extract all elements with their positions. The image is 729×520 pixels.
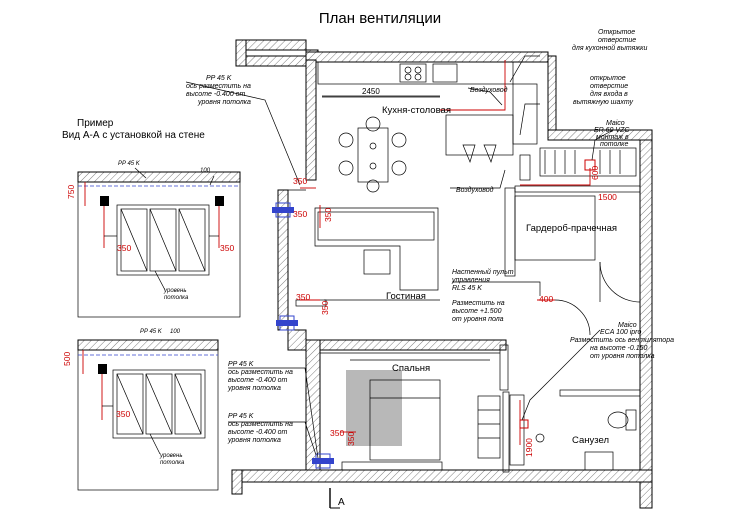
svg-text:Разместить ось вентилятора: Разместить ось вентилятора	[570, 337, 674, 344]
example-view-bottom	[77, 339, 219, 491]
svg-text:высоте -0.400 от: высоте -0.400 от	[228, 429, 288, 436]
bathroom-fixtures	[509, 299, 637, 471]
svg-text:PP 45 K: PP 45 K	[206, 75, 232, 82]
floor-plan-walls	[231, 39, 653, 509]
note-duct-wardrobe: Воздуховод	[456, 186, 494, 194]
example-ceiling-label-1a: уровень	[163, 288, 186, 294]
example-pp-label-2: PP 45 K	[140, 329, 163, 335]
svg-text:управления: управления	[451, 277, 490, 284]
page-title: План вентиляции	[319, 10, 441, 27]
example-dim-500: 500	[62, 352, 72, 366]
svg-text:высоте +1.500: высоте +1.500	[452, 308, 502, 315]
example-dim-350-b: 350	[220, 243, 234, 253]
living-room-furniture	[295, 207, 440, 307]
example-dim-750: 750	[66, 185, 76, 199]
vent-devices	[272, 202, 334, 469]
duct-lines	[300, 60, 596, 445]
note-shaft-inlet: открытое отверстие для входа в вытяжную …	[573, 75, 634, 106]
svg-text:отверстие: отверстие	[598, 37, 636, 44]
svg-text:от уровня потолка: от уровня потолка	[590, 353, 655, 360]
svg-text:от уровня пола: от уровня пола	[452, 316, 504, 323]
svg-text:А: А	[338, 497, 345, 508]
example-ceiling-label-2a: уровень	[159, 453, 182, 459]
svg-text:вытяжную шахту: вытяжную шахту	[573, 99, 634, 106]
example-ceiling-label-1b: потолка	[164, 295, 189, 301]
svg-text:отверстие: отверстие	[590, 83, 628, 90]
room-label-wardrobe: Гардероб-прачечная	[526, 223, 617, 234]
dim-1500: 1500	[598, 192, 617, 202]
svg-text:высоте -0.400 от: высоте -0.400 от	[228, 377, 288, 384]
room-label-living: Гостиная	[386, 291, 426, 302]
dim-350-c: 350	[293, 209, 307, 219]
example-dim-100-b: 100	[170, 329, 181, 335]
svg-text:уровня потолка: уровня потолка	[227, 385, 281, 392]
note-maico-eca: Maico ECA 100 ipro Разместить ось вентил…	[570, 322, 674, 360]
note-kitchen-hood: Открытое отверстие для кухонной вытяжки	[572, 29, 647, 52]
example-view-top	[77, 167, 241, 318]
svg-text:ось разместить на: ось разместить на	[186, 83, 251, 90]
dim-350-e: 350	[320, 301, 330, 315]
svg-text:Настенный пульт: Настенный пульт	[452, 268, 514, 276]
dim-2450: 2450	[362, 87, 380, 96]
note-pp-low: PP 45 K ось разместить на высоте -0.400 …	[227, 413, 293, 444]
note-pp-top: PP 45 K ось разместить на высоте -0.400 …	[186, 75, 251, 106]
svg-text:PP 45 K: PP 45 K	[228, 413, 254, 420]
svg-text:ось разместить на: ось разместить на	[228, 421, 293, 428]
room-label-kitchen: Кухня-столовая	[382, 105, 451, 116]
svg-text:потолке: потолке	[600, 141, 628, 148]
example-dim-100: 100	[200, 168, 211, 174]
svg-text:уровня потолка: уровня потолка	[227, 437, 281, 444]
note-maico-er: Maico ER 60 VZC монтаж в потолке	[594, 120, 630, 148]
dim-350-g: 350	[346, 432, 356, 446]
section-mark-a: А	[329, 488, 345, 509]
room-label-bedroom: Спальня	[392, 363, 430, 374]
dim-350-f: 350	[330, 428, 344, 438]
dim-350-b: 350	[323, 208, 333, 222]
room-label-bathroom: Санузел	[572, 435, 609, 446]
svg-text:для входа в: для входа в	[590, 90, 628, 98]
svg-text:PP 45 K: PP 45 K	[228, 361, 254, 368]
svg-text:монтаж в: монтаж в	[596, 134, 629, 141]
dim-400: 400	[539, 294, 553, 304]
svg-text:уровня потолка: уровня потолка	[197, 99, 251, 106]
dim-350-d: 350	[296, 292, 310, 302]
svg-text:Maico: Maico	[618, 322, 637, 329]
svg-text:открытое: открытое	[590, 75, 626, 82]
svg-text:для кухонной вытяжки: для кухонной вытяжки	[572, 44, 647, 52]
note-pp-mid: PP 45 K ось разместить на высоте -0.400 …	[227, 361, 293, 392]
svg-text:RLS 45 K: RLS 45 K	[452, 285, 482, 292]
example-ceiling-label-2b: потолка	[160, 460, 185, 466]
svg-text:ось разместить на: ось разместить на	[228, 369, 293, 376]
note-duct-kitchen: Воздуховод	[470, 86, 508, 94]
svg-text:на высоте -0.150: на высоте -0.150	[590, 345, 648, 352]
svg-text:высоте -0.400 от: высоте -0.400 от	[186, 91, 246, 98]
svg-text:Открытое: Открытое	[598, 29, 635, 36]
svg-text:Maico: Maico	[606, 120, 625, 127]
dim-600: 600	[590, 166, 600, 180]
kitchen-furniture	[317, 61, 538, 193]
dim-1900: 1900	[524, 438, 534, 457]
wardrobe-furniture	[514, 147, 641, 303]
example-subheading: Вид А-А с установкой на стене	[62, 130, 205, 141]
svg-text:ER 60 VZC: ER 60 VZC	[594, 127, 630, 134]
example-dim-350-a: 350	[117, 243, 131, 253]
svg-text:Разместить на: Разместить на	[452, 300, 505, 307]
dim-350-a: 350	[293, 176, 307, 186]
example-pp-label-1: PP 45 K	[118, 161, 141, 167]
bedroom-furniture	[320, 352, 501, 471]
svg-text:ECA 100 ipro: ECA 100 ipro	[600, 329, 641, 336]
note-leaders	[185, 55, 614, 459]
example-heading: Пример	[77, 118, 114, 129]
example-dim-350-c: 350	[116, 409, 130, 419]
note-control-panel: Настенный пульт управления RLS 45 K Разм…	[451, 268, 514, 323]
